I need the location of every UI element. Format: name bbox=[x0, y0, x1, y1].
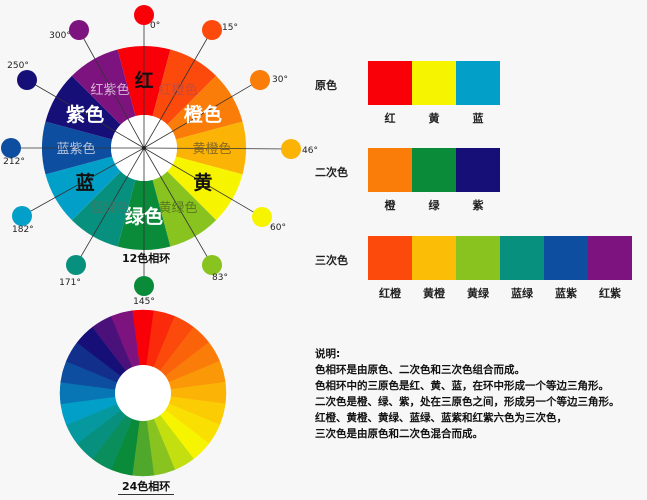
primary-swatch-label: 红 bbox=[384, 112, 396, 125]
marker-angle-label: 0° bbox=[150, 21, 160, 31]
notes-line: 色相环是由原色、二次色和三次色组合而成。 bbox=[315, 364, 525, 376]
tertiary-swatch-label: 黄橙 bbox=[423, 287, 445, 300]
marker-spoke bbox=[21, 147, 145, 217]
marker-spoke bbox=[143, 29, 213, 149]
marker-angle-label: 83° bbox=[212, 273, 228, 283]
marker-circle bbox=[17, 70, 37, 90]
marker-spoke bbox=[26, 79, 145, 149]
tertiary-swatch bbox=[500, 236, 544, 280]
marker-angle-label: 15° bbox=[222, 23, 238, 33]
marker-circle bbox=[281, 139, 301, 159]
marker-angle-label: 60° bbox=[270, 223, 286, 233]
wheel24-caption: 24色相环 bbox=[118, 478, 175, 495]
marker-angle-label: 212° bbox=[3, 157, 25, 167]
marker-circle bbox=[66, 255, 86, 275]
marker-spoke bbox=[143, 147, 213, 266]
marker-angle-label: 46° bbox=[302, 146, 318, 156]
secondary-swatch-label: 橙 bbox=[384, 199, 396, 212]
marker-circle bbox=[202, 255, 222, 275]
tertiary-swatch-label: 黄绿 bbox=[467, 287, 489, 300]
wheel12-label: 黄橙色 bbox=[192, 141, 231, 157]
notes: 说明: 色相环是由原色、二次色和三次色组合而成。 色相环中的三原色是红、黄、蓝，… bbox=[315, 346, 620, 442]
wheel12-label: 黄绿色 bbox=[158, 200, 197, 216]
marker-spoke bbox=[75, 147, 145, 266]
secondary-swatch bbox=[456, 148, 500, 192]
marker-circle bbox=[250, 70, 270, 90]
marker-circle bbox=[202, 20, 222, 40]
tertiary-swatch-label: 蓝绿 bbox=[511, 287, 533, 300]
secondary-swatch bbox=[412, 148, 456, 192]
primary-swatch-label: 蓝 bbox=[472, 112, 484, 125]
marker-angle-label: 30° bbox=[272, 75, 288, 85]
secondary-swatch-label: 紫 bbox=[472, 199, 484, 212]
marker-circle bbox=[252, 207, 272, 227]
marker-spoke bbox=[143, 79, 261, 149]
wheel12-label: 红 bbox=[134, 69, 153, 92]
notes-title: 说明: bbox=[315, 348, 341, 360]
tertiary-label: 三次色 bbox=[315, 254, 348, 267]
marker-circle bbox=[12, 206, 32, 226]
tertiary-swatch bbox=[412, 236, 456, 280]
primary-swatch bbox=[368, 61, 412, 105]
wheel12-label: 红橙色 bbox=[158, 82, 197, 98]
marker-circle bbox=[1, 138, 21, 158]
wheel12-label: 蓝紫色 bbox=[56, 141, 95, 157]
wheel12-center-dot bbox=[142, 146, 146, 150]
wheel24-hole bbox=[115, 365, 171, 421]
tertiary-swatch-label: 红橙 bbox=[379, 287, 401, 300]
primary-swatch-label: 黄 bbox=[428, 112, 440, 125]
wheel12-label: 黄 bbox=[193, 171, 212, 194]
wheel12-label: 绿色 bbox=[125, 205, 163, 228]
tertiary-swatch bbox=[368, 236, 412, 280]
notes-line: 色相环中的三原色是红、黄、蓝，在环中形成一个等边三角形。 bbox=[315, 380, 609, 392]
tertiary-swatch-label: 蓝紫 bbox=[555, 287, 577, 300]
wheel12-segment bbox=[175, 121, 246, 175]
tertiary-swatch-label: 红紫 bbox=[599, 287, 621, 300]
secondary-swatch-label: 绿 bbox=[428, 199, 440, 212]
marker-spoke bbox=[78, 29, 145, 149]
secondary-swatch bbox=[368, 148, 412, 192]
marker-circle bbox=[69, 20, 89, 40]
primary-label: 原色 bbox=[315, 79, 337, 92]
notes-line: 二次色是橙、绿、紫，处在三原色之间，形成另一个等边三角形。 bbox=[315, 396, 620, 408]
marker-circle bbox=[134, 5, 154, 25]
wheel12-label: 红紫色 bbox=[90, 82, 129, 98]
marker-angle-label: 145° bbox=[133, 297, 155, 307]
primary-swatch bbox=[456, 61, 500, 105]
wheel12-label: 紫色 bbox=[66, 103, 104, 126]
marker-spoke bbox=[143, 147, 292, 150]
wheel12-label: 蓝 bbox=[76, 171, 95, 194]
notes-line: 红橙、黄橙、黄绿、蓝绿、蓝紫和红紫六色为三次色， bbox=[315, 412, 567, 424]
tertiary-swatch bbox=[588, 236, 632, 280]
tertiary-swatch bbox=[544, 236, 588, 280]
marker-circle bbox=[134, 276, 154, 296]
marker-angle-label: 182° bbox=[12, 225, 34, 235]
notes-line: 三次色是由原色和二次色混合而成。 bbox=[315, 428, 483, 440]
secondary-label: 二次色 bbox=[315, 166, 348, 179]
wheel12-segment bbox=[45, 156, 121, 221]
marker-angle-label: 250° bbox=[7, 61, 29, 71]
primary-swatch bbox=[412, 61, 456, 105]
wheel12-label: 蓝绿色 bbox=[90, 200, 129, 216]
wheel12-segment bbox=[71, 49, 136, 125]
marker-angle-label: 300° bbox=[49, 31, 71, 41]
marker-angle-label: 171° bbox=[59, 278, 81, 288]
wheel12-caption: 12色相环 bbox=[122, 252, 171, 265]
wheel12-label: 橙色 bbox=[184, 103, 222, 126]
marker-spoke bbox=[143, 147, 263, 218]
tertiary-swatch bbox=[456, 236, 500, 280]
